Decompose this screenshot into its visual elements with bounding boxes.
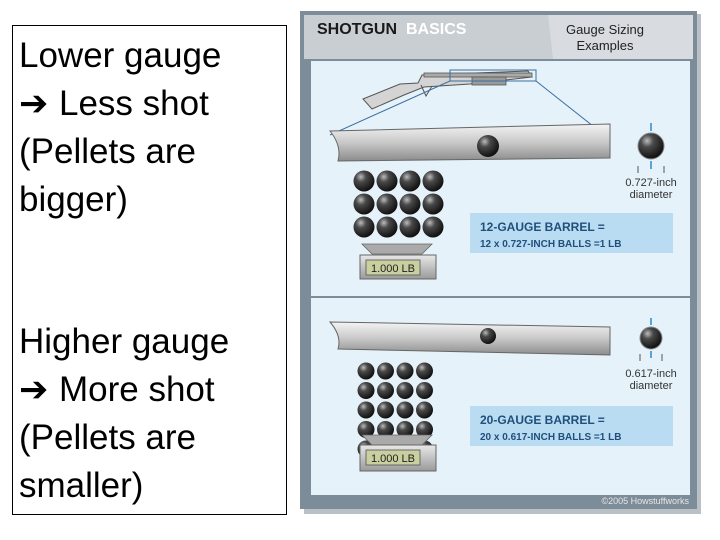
pellet — [376, 170, 398, 192]
pellet — [353, 193, 375, 215]
more-shot-text: More shot — [59, 370, 215, 409]
barrel-20-gauge — [328, 321, 611, 356]
header-shotgun: SHOTGUN — [317, 21, 397, 38]
lower-gauge-paragraph: Lower gauge ➔ Less shot (Pellets are bigg… — [19, 32, 286, 224]
pellet — [357, 421, 375, 438]
pellet — [416, 421, 433, 438]
header-tab — [548, 15, 693, 59]
scale-20-icon — [359, 434, 437, 472]
diameter-20-word: diameter — [630, 380, 673, 392]
pellet — [422, 170, 444, 192]
barrel-20-formula: 20 x 0.617-INCH BALLS =1 LB — [480, 432, 621, 443]
pellet — [416, 362, 433, 380]
diameter-12-word: diameter — [630, 189, 673, 201]
pellet — [422, 193, 444, 215]
pellets-smaller-line-1: (Pellets are — [19, 418, 197, 457]
right-arrow-icon: ➔ — [19, 84, 49, 123]
pellet — [399, 216, 421, 238]
scale-20-reading: 1.000 LB — [371, 453, 415, 465]
scale-12-icon — [359, 243, 437, 280]
label-box-20 — [470, 406, 673, 446]
pellets-bigger-line-1: (Pellets are — [19, 132, 197, 171]
pellet — [399, 170, 421, 192]
pellet — [399, 193, 421, 215]
pellet — [422, 216, 444, 238]
pellet — [396, 421, 414, 438]
pellet-stack-12 — [353, 170, 444, 238]
barrel-12-title: 12-GAUGE BARREL = — [480, 220, 605, 234]
pellet — [377, 362, 394, 380]
slide-text-box: Lower gauge ➔ Less shot (Pellets are bigg… — [12, 25, 287, 515]
copyright-text: ©2005 Howstuffworks — [601, 496, 689, 506]
pellet — [353, 216, 375, 238]
label-box-12 — [470, 213, 673, 253]
pellet — [357, 401, 375, 419]
higher-gauge-line: Higher gauge — [19, 322, 230, 361]
pellet — [357, 362, 375, 380]
header-examples: Examples — [576, 38, 634, 53]
pellet — [377, 382, 394, 399]
pellet — [353, 170, 375, 192]
barrel-12-formula: 12 x 0.727-INCH BALLS =1 LB — [480, 239, 621, 250]
right-arrow-icon: ➔ — [19, 370, 49, 409]
pellet — [396, 401, 414, 419]
pellet — [376, 216, 398, 238]
pellet — [376, 193, 398, 215]
pellet — [416, 382, 433, 399]
pellet — [396, 362, 414, 380]
pellet — [416, 401, 433, 419]
pellets-smaller-line-2: smaller) — [19, 466, 144, 505]
scale-12-reading: 1.000 LB — [371, 263, 415, 275]
pellet — [396, 382, 414, 399]
higher-gauge-paragraph: Higher gauge ➔ More shot (Pellets are sma… — [19, 318, 286, 510]
pellet-12-diameter-icon — [637, 123, 665, 173]
diameter-12-value: 0.727-inch — [625, 177, 676, 189]
shotgun-icon — [329, 69, 599, 136]
header-gauge-sizing: Gauge Sizing — [566, 22, 644, 37]
barrel-12-gauge — [328, 123, 611, 162]
pellets-bigger-line-2: bigger) — [19, 180, 128, 219]
less-shot-text: Less shot — [59, 84, 209, 123]
pellet — [377, 401, 394, 419]
header-basics: BASICS — [406, 21, 467, 38]
lower-gauge-line: Lower gauge — [19, 36, 222, 75]
pellet — [377, 421, 394, 438]
diameter-20-value: 0.617-inch — [625, 368, 676, 380]
pellet-20-diameter-icon — [639, 318, 663, 361]
pellet — [357, 382, 375, 399]
barrel-20-title: 20-GAUGE BARREL = — [480, 413, 605, 427]
shotgun-basics-graphic: SHOTGUN BASICS Gauge Sizing Examples 0.7… — [300, 11, 701, 514]
